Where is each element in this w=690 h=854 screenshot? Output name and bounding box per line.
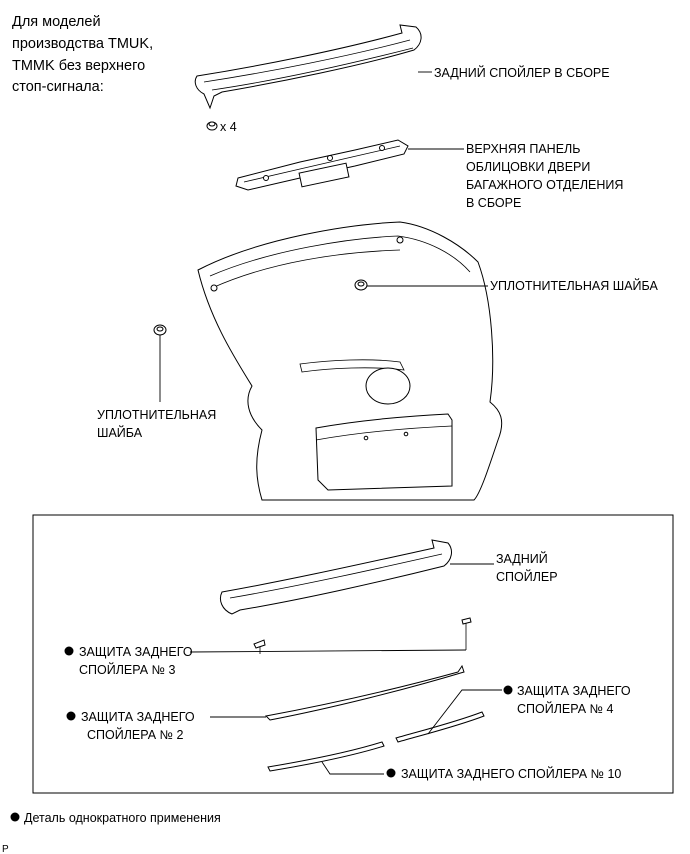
back-door (197, 221, 503, 501)
guard-2-part (264, 664, 465, 721)
washer-right-label: УПЛОТНИТЕЛЬНАЯ ШАЙБА (490, 278, 658, 293)
guard-3-leader (189, 649, 467, 653)
model-note-line: Для моделей (12, 14, 101, 30)
spoiler-label: ЗАДНИЙ СПОЙЛЕР (496, 551, 558, 584)
guard-4-leader (427, 689, 502, 735)
trim-panel-label: ВЕРХНЯЯ ПАНЕЛЬ ОБЛИЦОВКИ ДВЕРИ БАГАЖНОГО… (466, 142, 627, 210)
model-note: Для моделей производства TMUK, TMMK без … (12, 14, 157, 95)
guard-10-leader (321, 761, 384, 775)
guard-10-part (267, 741, 385, 772)
single-use-dot-icon (386, 768, 396, 778)
single-use-dot-icon (66, 711, 76, 721)
rear-spoiler-assembly (194, 24, 422, 110)
rear-spoiler (219, 539, 452, 615)
washer-left-label: УПЛОТНИТЕЛЬНАЯ ШАЙБА (97, 408, 220, 440)
legend-text: Деталь однократного применения (24, 811, 221, 825)
washer-icon (354, 279, 368, 291)
detail-frame (32, 514, 674, 794)
guard-10-label: ЗАЩИТА ЗАДНЕГО СПОЙЛЕРА № 10 (401, 766, 621, 781)
guard-3-part (253, 617, 472, 654)
washer-icon (153, 324, 167, 336)
guard-2-label: ЗАЩИТА ЗАДНЕГО СПОЙЛЕРА № 2 (81, 710, 198, 742)
single-use-dot-icon (503, 685, 513, 695)
single-use-dot-icon (10, 812, 20, 822)
model-note-line: стоп-сигнала: (12, 79, 104, 95)
spoiler-assembly-label: ЗАДНИЙ СПОЙЛЕР В СБОРЕ (434, 65, 610, 80)
guard-4-part (395, 711, 485, 743)
guard-4-label: ЗАЩИТА ЗАДНЕГО СПОЙЛЕРА № 4 (517, 684, 634, 716)
clip-icon (206, 121, 218, 131)
trim-panel-assembly (235, 139, 409, 191)
page-mark: P (2, 844, 9, 854)
model-note-line: производства TMUK, (12, 36, 153, 52)
guard-3-label: ЗАЩИТА ЗАДНЕГО СПОЙЛЕРА № 3 (79, 645, 196, 677)
clip-count: x 4 (220, 120, 237, 134)
model-note-line: TMMK без верхнего (12, 58, 145, 74)
single-use-dot-icon (64, 646, 74, 656)
